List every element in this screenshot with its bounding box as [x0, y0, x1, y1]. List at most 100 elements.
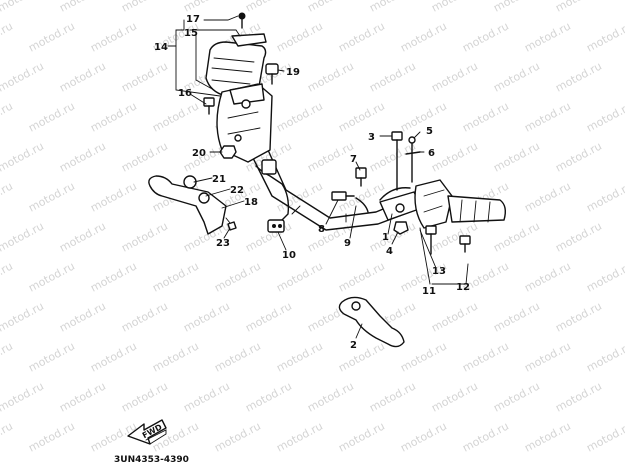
callout-18: 18 [244, 197, 258, 208]
brake-lever [338, 296, 405, 348]
watermark-text: motod.ru [57, 59, 108, 94]
watermark-text: motod.ru [305, 0, 356, 15]
watermark-text: motod.ru [57, 379, 108, 414]
callout-21: 21 [212, 174, 226, 185]
watermark-text: motod.ru [491, 379, 542, 414]
part-code: 3UN4353-4390 [114, 455, 189, 465]
callout-11: 11 [422, 286, 436, 297]
watermark-text: motod.ru [367, 379, 418, 414]
fwd-arrow-icon [127, 419, 167, 445]
watermark-text: motod.ru [522, 99, 573, 134]
watermark-text: motod.ru [491, 219, 542, 254]
watermark-text: motod.ru [553, 0, 604, 15]
watermark-text: motod.ru [57, 219, 108, 254]
watermark-text: motod.ru [181, 379, 232, 414]
watermark-text: motod.ru [491, 0, 542, 15]
watermark-text: motod.ru [553, 59, 604, 94]
parts-drawing [127, 12, 507, 445]
watermark-text: motod.ru [584, 179, 625, 214]
watermark-text: motod.ru [0, 99, 15, 134]
watermark-text: motod.ru [429, 59, 480, 94]
watermark-text: motod.ru [119, 299, 170, 334]
watermark-text: motod.ru [57, 0, 108, 15]
watermark-text: motod.ru [119, 379, 170, 414]
watermark-text: motod.ru [119, 59, 170, 94]
watermark-text: motod.ru [553, 219, 604, 254]
callout-1: 1 [382, 232, 389, 243]
callout-13: 13 [432, 266, 446, 277]
watermark-text: motod.ru [522, 419, 573, 454]
watermark-text: motod.ru [26, 19, 77, 54]
watermark-text: motod.ru [522, 339, 573, 374]
left-grip [205, 33, 267, 97]
watermark-text: motod.ru [336, 419, 387, 454]
watermark-text: motod.ru [584, 259, 625, 294]
watermark-text: motod.ru [305, 379, 356, 414]
left-switch-housing [216, 63, 279, 163]
watermark-text: motod.ru [336, 259, 387, 294]
watermark-text: motod.ru [460, 99, 511, 134]
screws-left [203, 12, 246, 159]
callout-16: 16 [178, 88, 192, 99]
watermark-text: motod.ru [491, 59, 542, 94]
watermark-text: motod.ru [26, 339, 77, 374]
watermark-text: motod.ru [553, 299, 604, 334]
watermark-text: motod.ru [305, 139, 356, 174]
watermark-text: motod.ru [584, 419, 625, 454]
watermark-text: motod.ru [150, 99, 201, 134]
watermark-text: motod.ru [274, 419, 325, 454]
watermark-text: motod.ru [584, 99, 625, 134]
watermark-text: motod.ru [88, 19, 139, 54]
callout-7: 7 [350, 154, 357, 165]
watermark-text: motod.ru [522, 19, 573, 54]
watermark-text: motod.ru [0, 19, 15, 54]
watermark-text: motod.ru [119, 139, 170, 174]
watermark-text: motod.ru [26, 259, 77, 294]
watermark-text: motod.ru [274, 259, 325, 294]
watermark-text: motod.ru [491, 139, 542, 174]
watermark-text: motod.ru [0, 379, 46, 414]
watermark-text: motod.ru [0, 259, 15, 294]
callout-23: 23 [216, 238, 230, 249]
watermark-text: motod.ru [243, 299, 294, 334]
callout-6: 6 [428, 148, 435, 159]
watermark-text: motod.ru [0, 419, 15, 454]
watermark-layer: motod.ru motod.ru motod.ru motod.ru motod.ru… [0, 0, 625, 455]
watermark-text: motod.ru [274, 19, 325, 54]
callout-4: 4 [386, 246, 393, 257]
watermark-text: motod.ru [26, 179, 77, 214]
watermark-text: motod.ru [398, 339, 449, 374]
watermark-text: motod.ru [119, 0, 170, 15]
watermark-text: motod.ru [460, 19, 511, 54]
clutch-lever [148, 175, 237, 235]
bolts-center [331, 167, 369, 213]
watermark-text: motod.ru [367, 0, 418, 15]
leader-lines [167, 15, 469, 339]
callout-3: 3 [368, 132, 375, 143]
callout-15: 15 [184, 28, 198, 39]
watermark-text: motod.ru [0, 339, 15, 374]
watermark-text: motod.ru [26, 99, 77, 134]
watermark-text: motod.ru [150, 339, 201, 374]
watermark-text: motod.ru [460, 339, 511, 374]
watermark-text: motod.ru [181, 299, 232, 334]
watermark-text: motod.ru [429, 139, 480, 174]
watermark-text: motod.ru [88, 259, 139, 294]
watermark-text: motod.ru [181, 0, 232, 15]
watermark-text: motod.ru [88, 99, 139, 134]
watermark-text: motod.ru [119, 219, 170, 254]
watermark-text: motod.ru [584, 19, 625, 54]
watermark-text: motod.ru [429, 379, 480, 414]
watermark-text: motod.ru [553, 379, 604, 414]
callout-9: 9 [344, 238, 351, 249]
watermark-text: motod.ru [0, 139, 46, 174]
callout-17: 17 [186, 14, 200, 25]
callout-5: 5 [426, 126, 433, 137]
wire-connector [255, 159, 290, 233]
watermark-text: motod.ru [212, 259, 263, 294]
watermark-text: motod.ru [243, 0, 294, 15]
watermark-text: motod.ru [522, 179, 573, 214]
callout-8: 8 [318, 224, 325, 235]
watermark-text: motod.ru [57, 299, 108, 334]
